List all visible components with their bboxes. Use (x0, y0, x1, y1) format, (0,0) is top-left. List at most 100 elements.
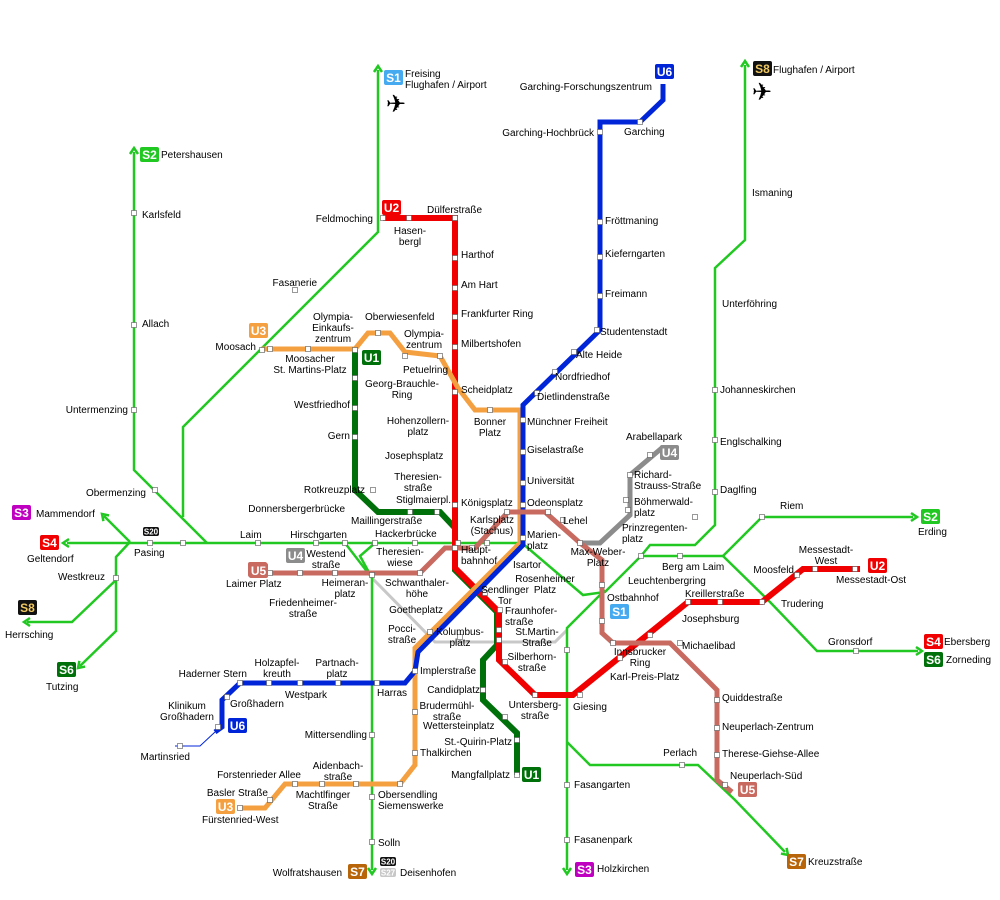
station-marker[interactable] (452, 314, 458, 320)
station-marker[interactable] (397, 781, 403, 787)
station-marker[interactable] (599, 618, 605, 624)
station-marker[interactable] (504, 509, 510, 515)
station-marker[interactable] (342, 540, 348, 546)
station-marker[interactable] (180, 540, 186, 546)
station-marker[interactable] (406, 215, 412, 221)
station-marker[interactable] (577, 540, 583, 546)
station-marker[interactable] (434, 509, 440, 515)
station-marker[interactable] (412, 750, 418, 756)
station-marker[interactable] (623, 497, 629, 503)
station-marker[interactable] (352, 405, 358, 411)
station-marker[interactable] (496, 637, 502, 643)
station-marker[interactable] (722, 782, 728, 788)
station-marker[interactable] (714, 752, 720, 758)
station-marker[interactable] (638, 553, 644, 559)
station-marker[interactable] (564, 837, 570, 843)
station-marker[interactable] (637, 119, 643, 125)
station-marker[interactable] (369, 732, 375, 738)
station-marker[interactable] (437, 353, 443, 359)
station-marker[interactable] (452, 389, 458, 395)
station-marker[interactable] (352, 375, 358, 381)
station-marker[interactable] (335, 680, 341, 686)
station-marker[interactable] (131, 407, 137, 413)
station-marker[interactable] (237, 680, 243, 686)
station-marker[interactable] (457, 634, 463, 640)
station-marker[interactable] (520, 502, 526, 508)
station-marker[interactable] (452, 285, 458, 291)
station-marker[interactable] (292, 781, 298, 787)
station-marker[interactable] (131, 210, 137, 216)
station-marker[interactable] (313, 540, 319, 546)
station-marker[interactable] (759, 514, 765, 520)
station-marker[interactable] (497, 607, 503, 613)
station-marker[interactable] (692, 514, 698, 520)
station-marker[interactable] (177, 743, 183, 749)
station-marker[interactable] (375, 330, 381, 336)
station-marker[interactable] (412, 668, 418, 674)
station-marker[interactable] (237, 805, 243, 811)
station-marker[interactable] (352, 434, 358, 440)
station-marker[interactable] (502, 714, 508, 720)
station-marker[interactable] (532, 692, 538, 698)
station-marker[interactable] (297, 570, 303, 576)
station-marker[interactable] (647, 632, 653, 638)
station-marker[interactable] (552, 369, 558, 375)
station-marker[interactable] (520, 417, 526, 423)
station-marker[interactable] (305, 346, 311, 352)
station-marker[interactable] (560, 517, 566, 523)
station-marker[interactable] (685, 599, 691, 605)
station-marker[interactable] (599, 582, 605, 588)
station-marker[interactable] (712, 489, 718, 495)
station-marker[interactable] (319, 781, 325, 787)
station-marker[interactable] (370, 487, 376, 493)
station-marker[interactable] (369, 794, 375, 800)
station-marker[interactable] (597, 129, 603, 135)
station-marker[interactable] (292, 287, 298, 293)
station-marker[interactable] (152, 487, 158, 493)
station-marker[interactable] (487, 407, 493, 413)
station-marker[interactable] (679, 762, 685, 768)
station-marker[interactable] (514, 737, 520, 743)
station-marker[interactable] (455, 540, 461, 546)
station-marker[interactable] (215, 724, 221, 730)
station-marker[interactable] (482, 590, 488, 596)
station-marker[interactable] (353, 781, 359, 787)
station-marker[interactable] (712, 387, 718, 393)
station-marker[interactable] (452, 502, 458, 508)
station-marker[interactable] (520, 535, 526, 541)
station-marker[interactable] (147, 540, 153, 546)
station-marker[interactable] (407, 509, 413, 515)
station-marker[interactable] (224, 694, 230, 700)
station-marker[interactable] (417, 570, 423, 576)
station-marker[interactable] (597, 254, 603, 260)
station-marker[interactable] (610, 640, 616, 646)
station-marker[interactable] (714, 725, 720, 731)
station-marker[interactable] (514, 772, 520, 778)
station-marker[interactable] (113, 575, 119, 581)
station-marker[interactable] (534, 390, 540, 396)
station-marker[interactable] (369, 839, 375, 845)
station-marker[interactable] (332, 570, 338, 576)
station-marker[interactable] (502, 659, 508, 665)
station-marker[interactable] (452, 215, 458, 221)
station-marker[interactable] (571, 349, 577, 355)
station-marker[interactable] (625, 507, 631, 513)
station-marker[interactable] (380, 215, 386, 221)
station-marker[interactable] (677, 640, 683, 646)
station-marker[interactable] (520, 449, 526, 455)
station-marker[interactable] (496, 627, 502, 633)
station-marker[interactable] (402, 353, 408, 359)
station-marker[interactable] (712, 437, 718, 443)
station-marker[interactable] (564, 782, 570, 788)
station-marker[interactable] (852, 566, 858, 572)
station-marker[interactable] (267, 570, 273, 576)
station-marker[interactable] (267, 346, 273, 352)
station-marker[interactable] (759, 599, 765, 605)
station-marker[interactable] (627, 472, 633, 478)
station-marker[interactable] (577, 692, 583, 698)
station-marker[interactable] (480, 687, 486, 693)
station-marker[interactable] (369, 572, 375, 578)
station-marker[interactable] (374, 680, 380, 686)
station-marker[interactable] (255, 540, 261, 546)
station-marker[interactable] (352, 347, 358, 353)
